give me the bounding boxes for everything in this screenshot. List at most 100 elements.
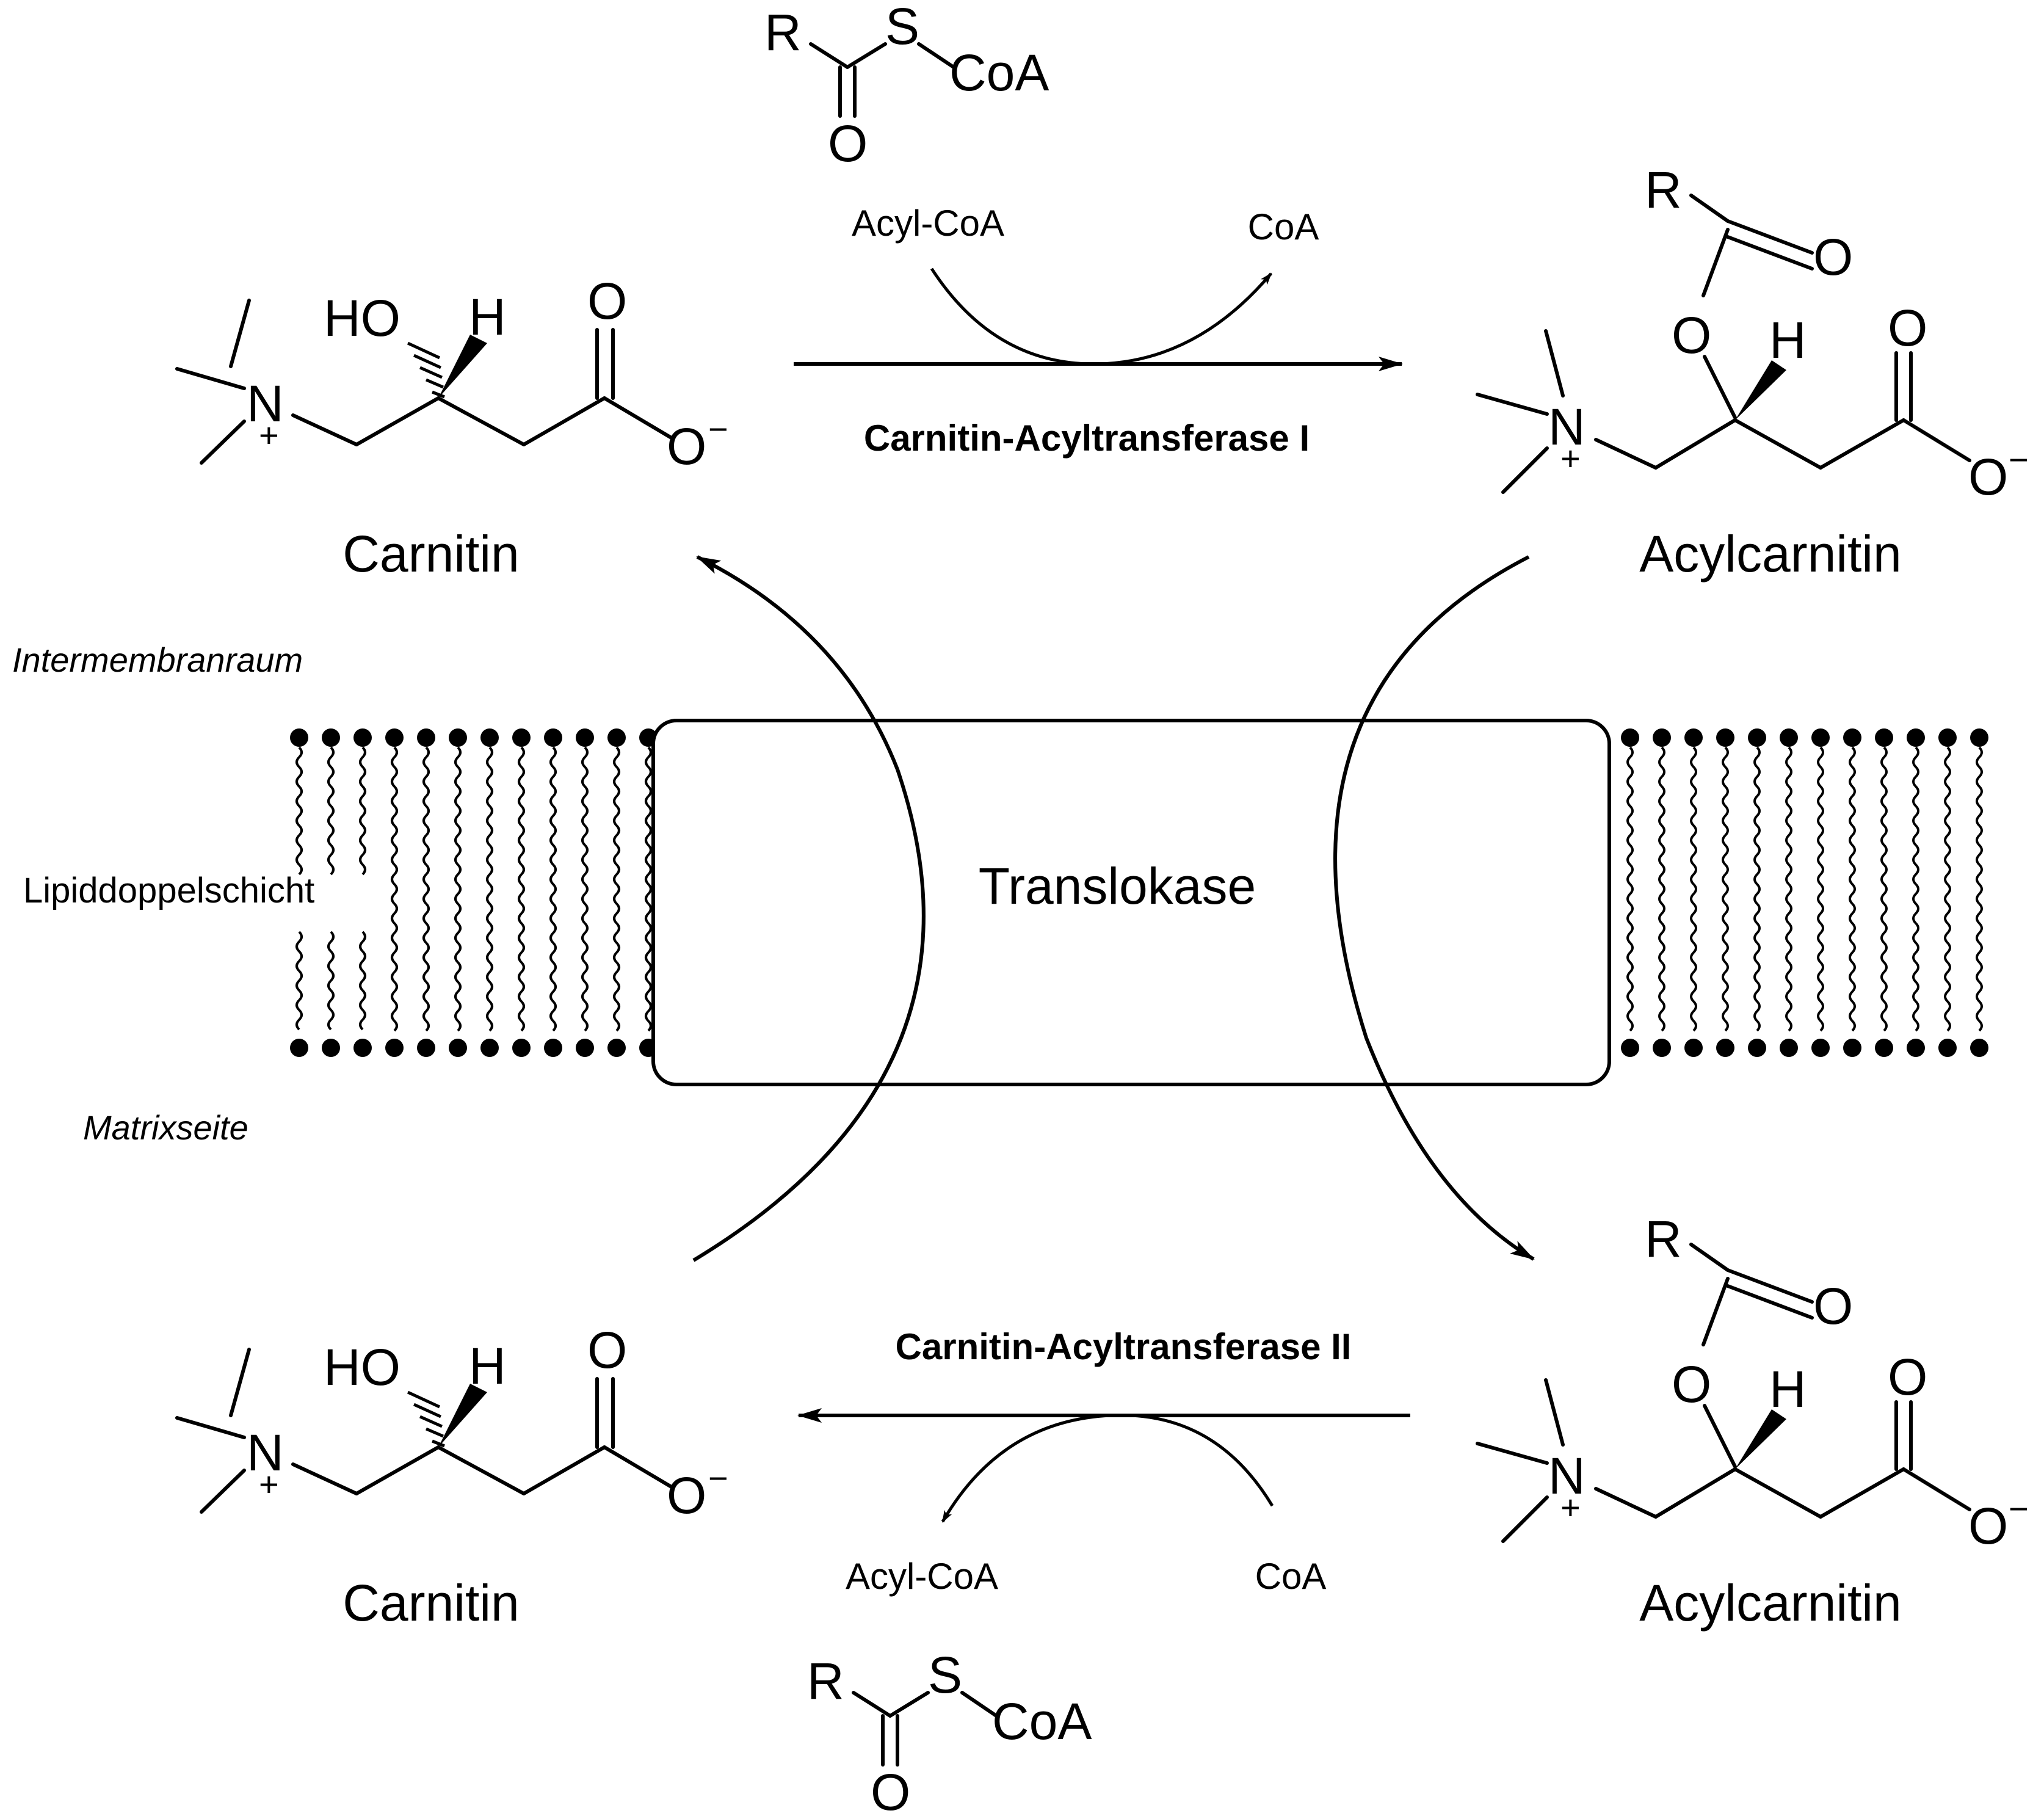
lipid-tail (1753, 746, 1761, 1032)
lipid-head (417, 1039, 435, 1057)
thioester-oxygen: O (828, 115, 868, 172)
lipid-bilayer-label: Lipiddoppelschicht (23, 871, 314, 910)
lipid-tail (1976, 746, 1983, 1032)
hydroxyl-label: HO (324, 289, 400, 347)
carboxylate-oxygen-bottom: O (667, 1467, 706, 1524)
bottom-coenzyme-arc (941, 1414, 1274, 1523)
lipid-tail (1690, 746, 1697, 1032)
acyl-coa-structure-bottom: R S CoA O (807, 1646, 1092, 1816)
lipid-tail (454, 746, 462, 1032)
acylcarnitine-label-top: Acylcarnitin (1639, 525, 1901, 583)
intermembrane-space-label: Intermembranraum (12, 641, 303, 679)
carbonyl-oxygen-bottom: O (587, 1321, 627, 1379)
lipid-tail (1817, 746, 1824, 1032)
bottom-product-label: Acyl-CoA (846, 1556, 998, 1597)
hydrogen-label-bottom-right: H (1769, 1360, 1807, 1418)
nitrogen-atom-bottom-right: N (1548, 1447, 1586, 1505)
lipid-bilayer-right (1621, 728, 1988, 1057)
lipid-tail (581, 746, 589, 1032)
acylcarnitine-label-bottom: Acylcarnitin (1639, 1574, 1901, 1632)
lipid-head (353, 1039, 372, 1057)
lipid-tail (295, 931, 303, 1031)
negative-charge-bottom: − (708, 1459, 728, 1497)
lipid-head (449, 1039, 467, 1057)
thioester-oxygen-bottom: O (871, 1763, 910, 1816)
acylcarnitine-import-arc (1333, 555, 1535, 1261)
lipid-head (1811, 728, 1830, 747)
lipid-head (417, 728, 435, 747)
lipid-head (1907, 728, 1925, 747)
coa-label-bottom: CoA (992, 1693, 1092, 1750)
lipid-head (1684, 728, 1703, 747)
lipid-head (1684, 1039, 1703, 1057)
translocase-label: Translokase (979, 857, 1256, 915)
lipid-tail (295, 746, 303, 876)
lipid-tail (613, 746, 620, 1032)
lipid-head (1748, 728, 1766, 747)
ester-oxygen-top: O (1672, 307, 1711, 364)
top-enzyme-label: Carnitin-Acyltransferase I (864, 418, 1310, 459)
hydrogen-label-bottom: H (469, 1337, 506, 1395)
carnitine-label-top: Carnitin (342, 525, 519, 583)
carboxylate-oxygen: O (667, 418, 706, 475)
lipid-head (607, 728, 626, 747)
acyl-r-group-coa-bottom: R (807, 1652, 844, 1710)
hydrogen-label: H (469, 288, 506, 346)
acyl-r-group-top: R (1645, 161, 1682, 219)
sulfur-atom-bottom: S (928, 1646, 962, 1704)
carnitine-structure-bottom: N + HO H O O − (175, 1321, 728, 1524)
lipid-head (1843, 1039, 1861, 1057)
lipid-head (1843, 728, 1861, 747)
lipid-head (1653, 1039, 1671, 1057)
lipid-head (1748, 1039, 1766, 1057)
lipid-head (1621, 1039, 1639, 1057)
lipid-head (544, 1039, 562, 1057)
lipid-head (480, 728, 499, 747)
lipid-head (1970, 1039, 1988, 1057)
lipid-tail (422, 746, 430, 1032)
carboxylate-oxygen-bottom-right: O (1968, 1497, 2008, 1555)
lipid-head (1716, 728, 1734, 747)
lipid-head (290, 1039, 308, 1057)
lipid-head (480, 1039, 499, 1057)
ester-carbonyl-oxygen-top: O (1813, 228, 1853, 286)
carnitine-return-arc (692, 555, 926, 1262)
lipid-head (353, 728, 372, 747)
lipid-head (512, 728, 531, 747)
acyl-r-group-bottom: R (1645, 1210, 1682, 1268)
lipid-head (1907, 1039, 1925, 1057)
hydrogen-label-top-right: H (1769, 311, 1807, 369)
negative-charge-bottom-right: − (2009, 1489, 2029, 1528)
lipid-head (385, 1039, 404, 1057)
carbonyl-oxygen-bottom-right: O (1888, 1348, 1927, 1406)
lipid-tail (327, 931, 335, 1031)
lipid-head (1780, 1039, 1798, 1057)
lipid-tail (327, 746, 335, 876)
lipid-tail (359, 746, 366, 876)
acyl-r-group: R (764, 4, 802, 61)
lipid-head (1621, 728, 1639, 747)
top-product-label: CoA (1248, 206, 1319, 247)
lipid-tail (359, 931, 366, 1031)
negative-charge-top-right: − (2009, 440, 2029, 479)
acylcarnitine-structure-top: R O O H O O − N + (1476, 161, 2029, 506)
carbonyl-oxygen-top-right: O (1888, 299, 1927, 357)
lipid-tail (1912, 746, 1919, 1032)
hydroxyl-label-bottom: HO (324, 1338, 400, 1396)
bottom-substrate-label: CoA (1255, 1556, 1327, 1597)
lipid-tail (1785, 746, 1792, 1032)
lipid-head (576, 728, 594, 747)
lipid-head (1938, 1039, 1957, 1057)
lipid-tail (486, 746, 493, 1032)
carbonyl-oxygen: O (587, 272, 627, 330)
lipid-head (322, 1039, 340, 1057)
positive-charge-bottom: + (259, 1465, 279, 1503)
lipid-head (1780, 728, 1798, 747)
lipid-tail (1626, 746, 1634, 1032)
top-coenzyme-arc (930, 267, 1272, 366)
lipid-head (290, 728, 308, 747)
lipid-bilayer-left (290, 728, 658, 1057)
bottom-enzyme-label: Carnitin-Acyltransferase II (896, 1326, 1352, 1367)
ester-oxygen-bottom: O (1672, 1356, 1711, 1413)
lipid-head (449, 728, 467, 747)
